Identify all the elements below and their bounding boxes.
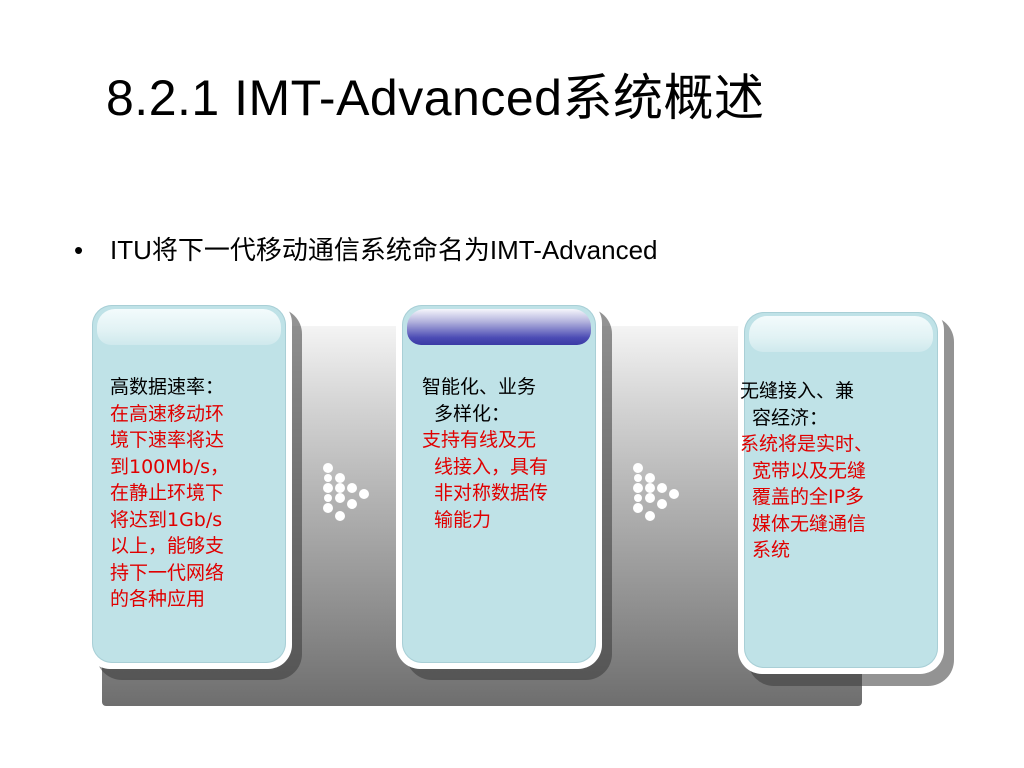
feature-card-1 [86, 299, 292, 669]
card-3-heading-line: 容经济： [752, 406, 829, 429]
bullet-dot-icon: • [74, 235, 84, 265]
card-3-body-line: 系统将是实时、 [740, 433, 874, 455]
card-body [402, 305, 596, 663]
dotted-arrow-icon [633, 463, 679, 521]
bullet-text: ITU将下一代移动通信系统命名为IMT-Advanced [110, 235, 658, 265]
card-3-heading-line: 无缝接入、兼 [740, 380, 855, 402]
card-1-body-line: 在高速移动环 [110, 402, 225, 425]
slide-title: 8.2.1 IMT-Advanced系统概述 [106, 70, 765, 126]
card-3-body-line: 系统 [752, 539, 791, 561]
feature-card-3 [738, 306, 944, 674]
card-3-text: 无缝接入、兼 容经济： 系统将是实时、 宽带以及无缝 覆盖的全IP多 媒体无缝通… [740, 378, 873, 564]
dotted-arrow-icon [323, 463, 369, 521]
card-2-body-line: 输能力 [434, 508, 492, 531]
card-2-body-line: 非对称数据传 [434, 482, 549, 504]
card-body [92, 305, 286, 663]
card-body [744, 312, 938, 668]
card-cap [97, 309, 281, 345]
card-1-heading: 高数据速率： [110, 376, 225, 398]
card-1-body-line: 以上，能够支 [110, 535, 225, 557]
card-1-text: 高数据速率： 在高速移动环 境下速率将达 到100Mb/s， 在静止环境下 将达… [110, 374, 229, 613]
card-1-body-line: 将达到1Gb/s [110, 508, 223, 531]
card-2-body-line: 线接入，具有 [434, 455, 549, 478]
feature-card-2 [396, 299, 602, 669]
card-cap [407, 309, 591, 345]
card-2-heading-line: 多样化： [434, 402, 511, 425]
card-3-body-line: 宽带以及无缝 [752, 459, 867, 482]
bullet-item: • ITU将下一代移动通信系统命名为IMT-Advanced [74, 230, 658, 267]
card-1-body-line: 的各种应用 [110, 588, 206, 610]
card-cap [749, 316, 933, 352]
card-3-body-line: 媒体无缝通信 [752, 512, 867, 535]
card-3-body-line: 覆盖的全IP多 [752, 486, 865, 508]
card-1-body-line: 在静止环境下 [110, 482, 225, 504]
card-1-body-line: 持下一代网络 [110, 561, 225, 584]
card-2-text: 智能化、业务 多样化： 支持有线及无 线接入，具有 非对称数据传 输能力 [422, 374, 548, 533]
card-1-body-line: 境下速率将达 [110, 429, 225, 451]
card-2-heading-line: 智能化、业务 [422, 376, 537, 398]
card-2-body-line: 支持有线及无 [422, 429, 537, 451]
card-1-body-line: 到100Mb/s， [110, 455, 230, 478]
